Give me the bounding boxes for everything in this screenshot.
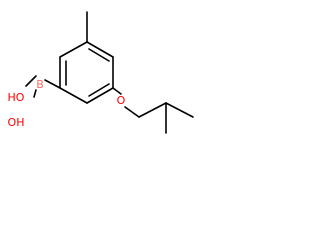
ch-methyl-bond (165, 102, 194, 118)
ring-bond (59, 87, 88, 104)
ch2-ch-bond (138, 102, 167, 118)
boron-hydroxyl-lower-bond (33, 89, 37, 98)
ring-bond (86, 41, 114, 58)
oxygen-ch2-bond (124, 106, 140, 118)
ring-boron-bond (44, 79, 61, 89)
molecule-diagram: B HO OH O (8, 11, 194, 134)
hydroxyl-upper-label: HO (8, 91, 25, 104)
ether-oxygen-label: O (117, 94, 126, 107)
ring-bond (86, 87, 114, 104)
ring-bond-inner (88, 48, 110, 62)
structure-svg: B HO OH O (8, 11, 194, 134)
boron-hydroxyl-upper-bond (25, 75, 37, 87)
benzene-ring (59, 41, 114, 104)
ring-oxygen-bond (112, 87, 122, 95)
ring-bond-inner (88, 83, 110, 97)
ring-bond (59, 41, 88, 58)
hydroxyl-lower-label: OH (8, 116, 25, 129)
boron-label: B (36, 78, 44, 91)
